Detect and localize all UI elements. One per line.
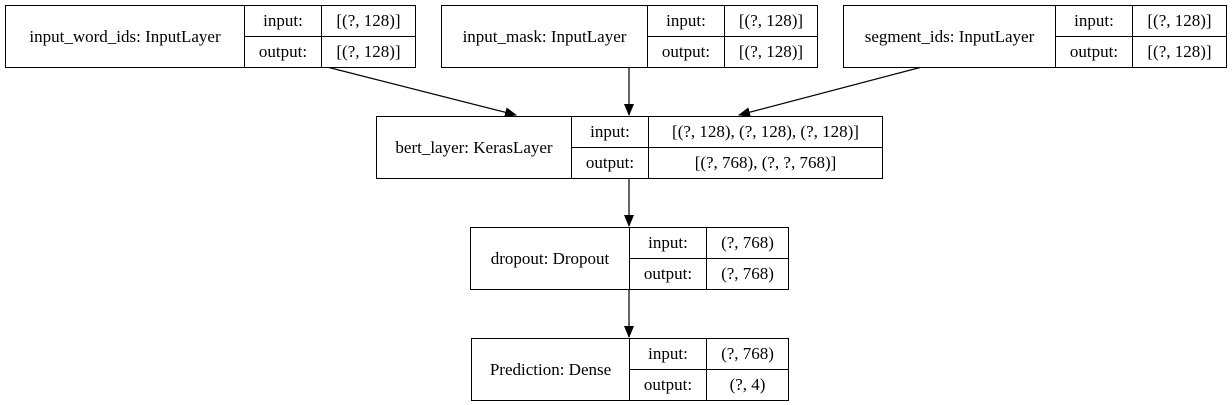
node-bert-layer: bert_layer: KerasLayer input: [(?, 128),… — [376, 116, 883, 179]
node-name: segment_ids: InputLayer — [844, 6, 1056, 67]
output-label: output: — [630, 258, 707, 289]
output-label: output: — [630, 369, 707, 400]
node-name: bert_layer: KerasLayer — [377, 117, 572, 178]
input-label: input: — [648, 6, 725, 37]
node-name: input_word_ids: InputLayer — [6, 6, 245, 67]
input-label: input: — [572, 117, 649, 148]
input-shape: [(?, 128)] — [725, 6, 817, 37]
input-shape: (?, 768) — [707, 339, 788, 370]
output-shape: (?, 768) — [721, 263, 774, 283]
node-input-word-ids: input_word_ids: InputLayer input: [(?, 1… — [5, 5, 416, 68]
output-label: output: — [1056, 36, 1133, 67]
node-name: Prediction: Dense — [472, 339, 630, 400]
input-shape: (?, 768) — [707, 228, 788, 259]
input-label: input: — [630, 228, 707, 259]
input-shape: [(?, 128)] — [1133, 6, 1226, 37]
output-label: output: — [572, 147, 649, 178]
node-prediction: Prediction: Dense input: (?, 768) output… — [471, 338, 789, 401]
node-input-mask: input_mask: InputLayer input: [(?, 128)]… — [441, 5, 818, 68]
output-shape: [(?, 128)] — [738, 41, 804, 61]
edge-input-word-ids-to-bert — [326, 66, 517, 118]
edge-segment-ids-to-bert — [738, 66, 923, 118]
input-label: input: — [1056, 6, 1133, 37]
node-segment-ids: segment_ids: InputLayer input: [(?, 128)… — [843, 5, 1227, 68]
input-shape: [(?, 128)] — [322, 6, 415, 37]
output-label: output: — [648, 36, 725, 67]
output-shape: [(?, 768), (?, ?, 768)] — [694, 152, 837, 172]
node-name: dropout: Dropout — [471, 228, 630, 289]
node-dropout: dropout: Dropout input: (?, 768) output:… — [470, 227, 789, 290]
output-shape: [(?, 128)] — [336, 41, 401, 61]
output-shape: (?, 4) — [729, 374, 766, 394]
output-label: output: — [245, 36, 322, 67]
input-shape: [(?, 128), (?, 128), (?, 128)] — [649, 117, 882, 148]
input-label: input: — [630, 339, 707, 370]
output-shape: [(?, 128)] — [1147, 41, 1212, 61]
node-name: input_mask: InputLayer — [442, 6, 648, 67]
input-label: input: — [245, 6, 322, 37]
